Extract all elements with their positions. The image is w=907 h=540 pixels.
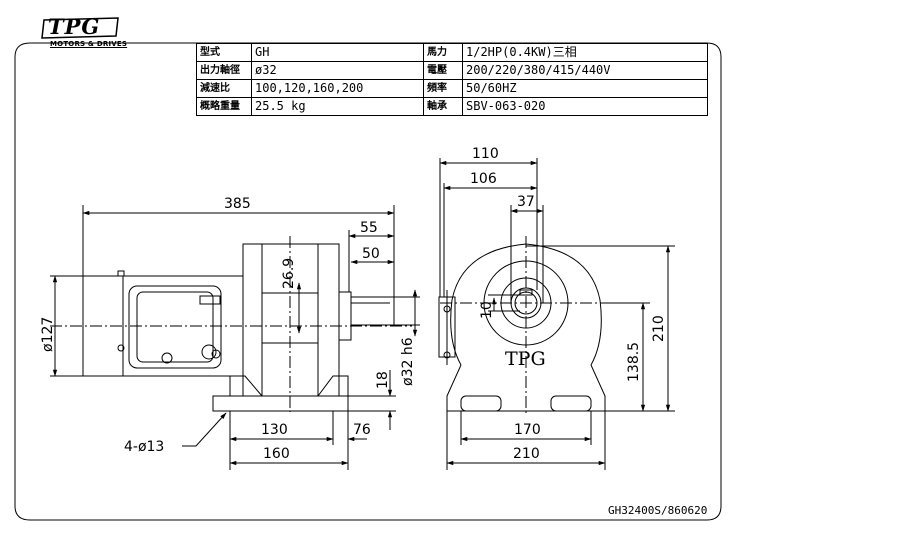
dim-4-13: 4-ø13	[124, 439, 164, 455]
spec-label: 型式	[196, 43, 252, 62]
dim-106: 106	[470, 171, 497, 187]
dim-210-width: 210	[513, 446, 540, 462]
dim-50: 50	[362, 246, 380, 262]
dim-18: 18	[375, 371, 391, 389]
dim-210-height: 210	[651, 315, 667, 342]
spec-row: 出力軸徑 ø32 電壓 200/220/380/415/440V	[196, 61, 708, 80]
spec-value: 200/220/380/415/440V	[462, 61, 708, 80]
spec-row: 概略重量 25.5 kg 軸承 SBV-063-020	[196, 97, 708, 116]
company-logo-subtitle: MOTORS & DRIVES	[50, 40, 128, 48]
drawing-number: GH32400S/860620	[608, 504, 708, 517]
spec-value: 25.5 kg	[251, 97, 424, 116]
dim-385: 385	[224, 196, 251, 212]
drawing-border	[14, 42, 722, 521]
spec-label: 軸承	[423, 97, 463, 116]
front-dimensions	[439, 158, 675, 470]
side-dimension-labels: 385 55 50 26.9 ø127 ø32 h6 18 130 76 160…	[40, 196, 416, 462]
side-dimensions	[50, 205, 420, 470]
dim-160: 160	[263, 446, 290, 462]
dim-55: 55	[360, 220, 378, 236]
spec-label: 出力軸徑	[196, 61, 252, 80]
spec-label: 概略重量	[196, 97, 252, 116]
company-logo: TPG	[48, 14, 101, 39]
spec-label: 電壓	[423, 61, 463, 80]
spec-label: 頻率	[423, 79, 463, 98]
spec-value: SBV-063-020	[462, 97, 708, 116]
spec-value: 1/2HP(0.4KW)三相	[462, 43, 708, 62]
spec-row: 減速比 100,120,160,200 頻率 50/60HZ	[196, 79, 708, 98]
dim-110: 110	[472, 146, 499, 162]
dim-37: 37	[517, 194, 535, 210]
base-feet	[229, 375, 349, 397]
spec-table: 型式 GH 馬力 1/2HP(0.4KW)三相 出力軸徑 ø32 電壓 200/…	[196, 43, 708, 116]
output-shaft	[350, 296, 395, 326]
dim-138-5: 138.5	[626, 342, 642, 382]
dim-26-9: 26.9	[281, 258, 297, 289]
logo-icon	[41, 17, 119, 39]
spec-row: 型式 GH 馬力 1/2HP(0.4KW)三相	[196, 43, 708, 62]
dim-10: 10	[479, 301, 495, 319]
spec-value: 50/60HZ	[462, 79, 708, 98]
spec-label: 馬力	[423, 43, 463, 62]
spec-label: 減速比	[196, 79, 252, 98]
dim-130: 130	[261, 422, 288, 438]
spec-value: ø32	[251, 61, 424, 80]
front-brand-label: TPG	[505, 348, 546, 370]
spec-value: GH	[251, 43, 424, 62]
terminal-box	[128, 285, 222, 369]
dim-127: ø127	[40, 317, 56, 352]
side-view	[50, 236, 412, 412]
dim-76: 76	[353, 422, 371, 438]
front-dimension-labels: 110 106 37 10 138.5 210 170 210 TPG	[470, 146, 667, 462]
spec-value: 100,120,160,200	[251, 79, 424, 98]
dim-170: 170	[514, 422, 541, 438]
front-view	[438, 236, 612, 416]
dim-32h6: ø32 h6	[400, 337, 416, 386]
